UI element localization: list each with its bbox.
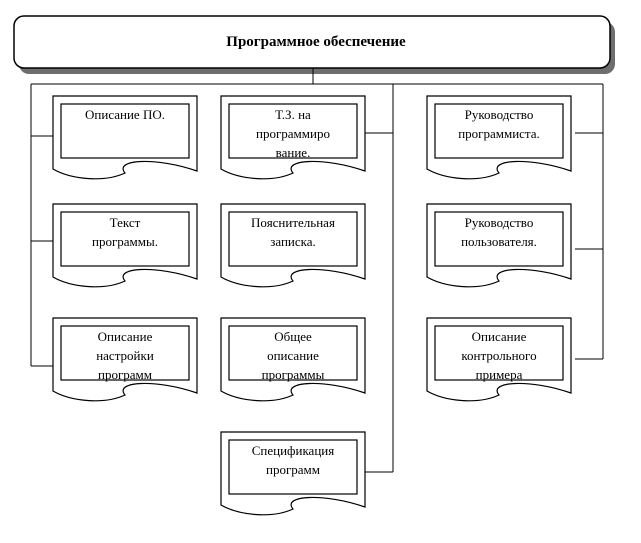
- document-label-line: вание.: [276, 145, 311, 160]
- document-label-line: примера: [476, 367, 523, 382]
- document-label-frame: [434, 103, 564, 159]
- document-label-line: Описание: [98, 329, 153, 344]
- document-node: Т.З. на программиро вание.: [220, 95, 366, 180]
- document-label-line: Руководство: [465, 107, 534, 122]
- document-node: Руководство пользователя.: [426, 203, 572, 288]
- document-label-frame: [434, 325, 564, 381]
- document-label-line: Текст: [110, 215, 141, 230]
- document-label-frame: [60, 211, 190, 267]
- diagram-title: Программное обеспечение: [226, 34, 406, 50]
- document-label-line: Описание: [472, 329, 527, 344]
- document-node: Описание контрольного примера: [426, 317, 572, 402]
- document-label-line: описание: [267, 348, 319, 363]
- document-label-frame: [228, 439, 358, 495]
- document-label-line: Т.З. на: [275, 107, 311, 122]
- document-shapes: Описание ПО. Текст программы. Описание настр…: [52, 95, 572, 516]
- document-label-line: настройки: [96, 348, 154, 363]
- document-label-frame: [434, 211, 564, 267]
- document-label-frame: [60, 103, 190, 159]
- title-box: [13, 15, 611, 69]
- document-label-line: программиро: [256, 126, 330, 141]
- document-label-frame: [228, 211, 358, 267]
- document-label-line: программ: [266, 462, 320, 477]
- document-label-frame: [228, 325, 358, 381]
- document-node: Спецификация программ: [220, 431, 366, 516]
- document-label-frame: [228, 103, 358, 159]
- document-label-line: Описание ПО.: [85, 107, 165, 122]
- document-label-frame: [60, 325, 190, 381]
- document-label-line: записка.: [270, 234, 316, 249]
- document-label-line: программиста.: [458, 126, 540, 141]
- document-label-line: Руководство: [465, 215, 534, 230]
- document-label-line: контрольного: [461, 348, 536, 363]
- document-label-line: программы.: [92, 234, 158, 249]
- document-label-line: Общее: [274, 329, 312, 344]
- connector-lines: [30, 68, 604, 473]
- document-node: Описание ПО.: [52, 95, 198, 180]
- document-label-line: Спецификация: [252, 443, 334, 458]
- document-label-line: Пояснительная: [251, 215, 335, 230]
- document-label-line: программ: [98, 367, 152, 382]
- document-node: Руководство программиста.: [426, 95, 572, 180]
- document-node: Общее описание программы: [220, 317, 366, 402]
- document-label-line: программы: [262, 367, 325, 382]
- document-label-line: пользователя.: [461, 234, 537, 249]
- document-node: Пояснительная записка.: [220, 203, 366, 288]
- document-node: Текст программы.: [52, 203, 198, 288]
- document-node: Описание настройки программ: [52, 317, 198, 402]
